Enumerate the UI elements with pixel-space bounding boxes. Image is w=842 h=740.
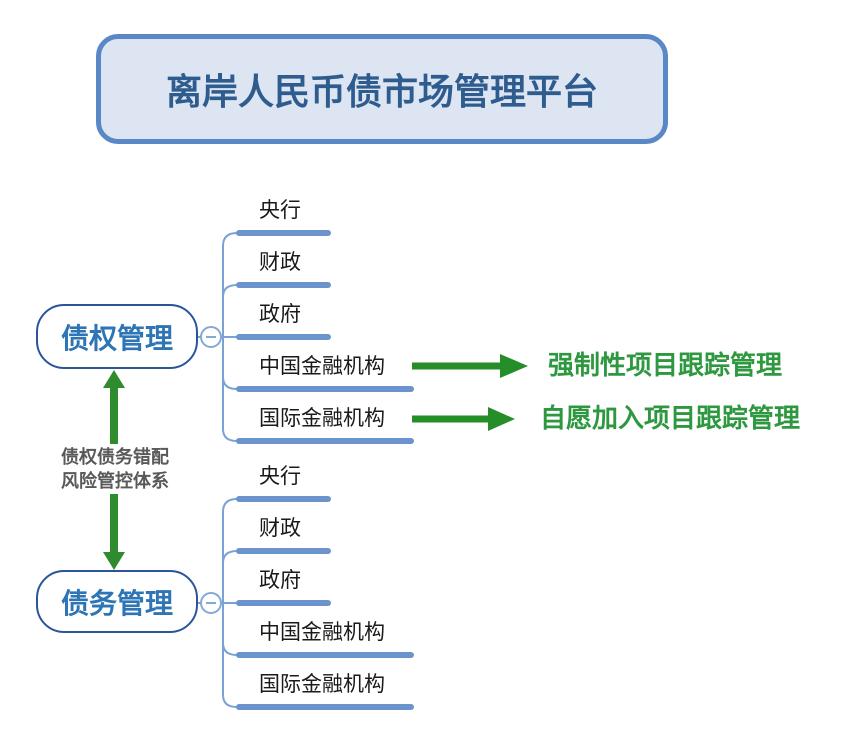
- branch-underlines-bottom-group: [236, 496, 414, 710]
- branch-bottom-international-financial-institutions[interactable]: 国际金融机构: [259, 673, 385, 696]
- collapse-button-top[interactable]: [200, 326, 222, 348]
- node-debt-management[interactable]: 债务管理: [36, 570, 198, 633]
- mismatch-risk-label: 债权债务错配 风险管控体系: [40, 444, 190, 494]
- branch-connectors-top-group: [198, 232, 238, 442]
- node-creditor-management-label: 债权管理: [60, 322, 173, 354]
- annotation-mandatory-tracking: 强制性项目跟踪管理: [548, 350, 783, 380]
- branch-top-international-financial-institutions[interactable]: 国际金融机构: [259, 407, 385, 430]
- branch-bottom-finance[interactable]: 财政: [259, 517, 301, 540]
- mismatch-risk-label-line2: 风险管控体系: [61, 471, 169, 491]
- title-banner: 离岸人民币债市场管理平台: [96, 34, 668, 144]
- branch-underlines-top-group: [236, 230, 414, 444]
- node-creditor-management[interactable]: 债权管理: [36, 304, 198, 369]
- branch-bottom-chinese-financial-institutions[interactable]: 中国金融机构: [259, 621, 385, 644]
- branch-bottom-government[interactable]: 政府: [259, 569, 301, 592]
- branch-connectors-bottom-group: [198, 498, 238, 708]
- minus-icon: [206, 602, 216, 604]
- node-debt-management-label: 债务管理: [60, 587, 173, 619]
- collapse-button-bottom[interactable]: [200, 592, 222, 614]
- annotation-voluntary-tracking: 自愿加入项目跟踪管理: [540, 403, 801, 433]
- arrow-voluntary-tracking: [412, 407, 515, 431]
- arrow-mandatory-tracking: [412, 354, 528, 378]
- minus-icon: [206, 336, 216, 338]
- branch-top-chinese-financial-institutions[interactable]: 中国金融机构: [259, 355, 385, 378]
- branch-top-finance[interactable]: 财政: [259, 251, 301, 274]
- page-title: 离岸人民币债市场管理平台: [165, 71, 598, 112]
- mismatch-risk-label-line1: 债权债务错配: [61, 447, 169, 467]
- branch-top-central-bank[interactable]: 央行: [259, 199, 301, 222]
- branch-top-government[interactable]: 政府: [259, 303, 301, 326]
- branch-bottom-central-bank[interactable]: 央行: [259, 465, 301, 488]
